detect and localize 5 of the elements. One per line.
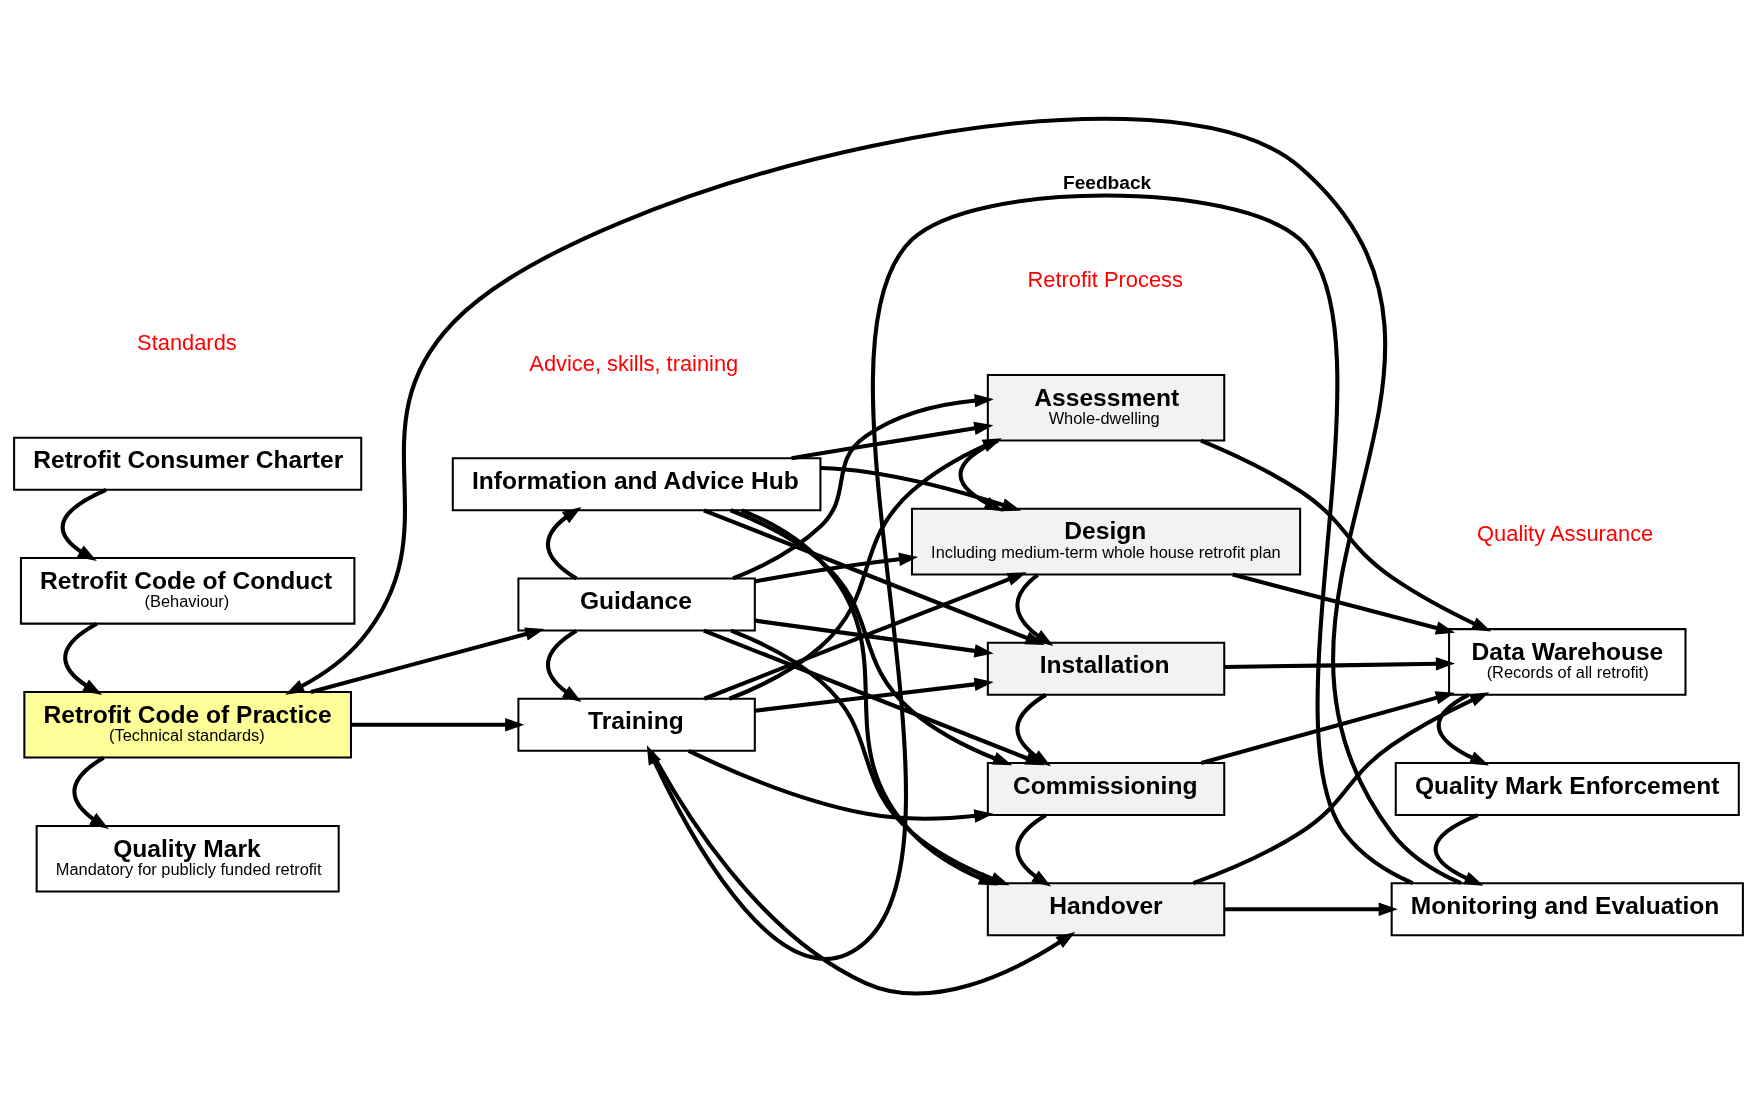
label: Advice, skills, training [529, 350, 739, 376]
label: Standards [137, 330, 237, 356]
label: Retrofit Process [1027, 267, 1183, 293]
edge-label: Feedback [1063, 172, 1152, 194]
label: Quality Assurance [1477, 521, 1654, 547]
